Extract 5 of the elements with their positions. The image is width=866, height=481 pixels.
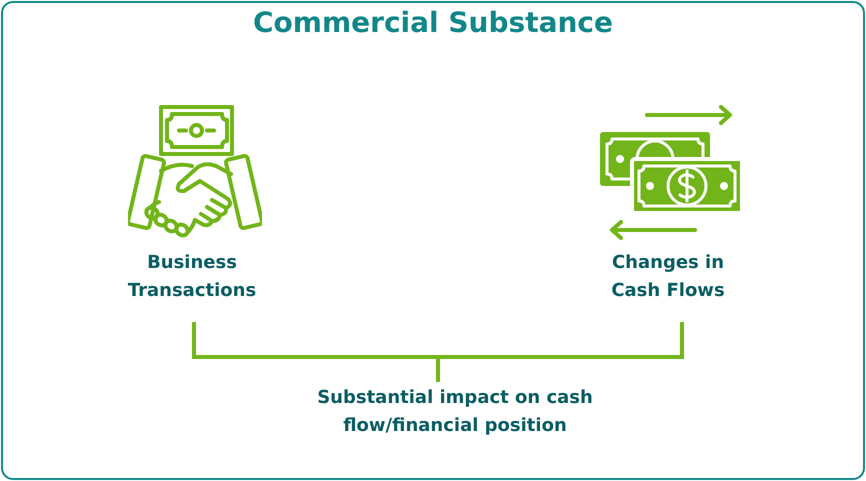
node-label: Changes in Cash Flows [610, 251, 726, 303]
node-label: Substantial impact on cash flow/financial position [316, 386, 594, 438]
node-label: Business Transactions [126, 251, 258, 303]
diagram-title: Commercial Substance [253, 6, 613, 40]
bracket-connector [436, 322, 684, 382]
